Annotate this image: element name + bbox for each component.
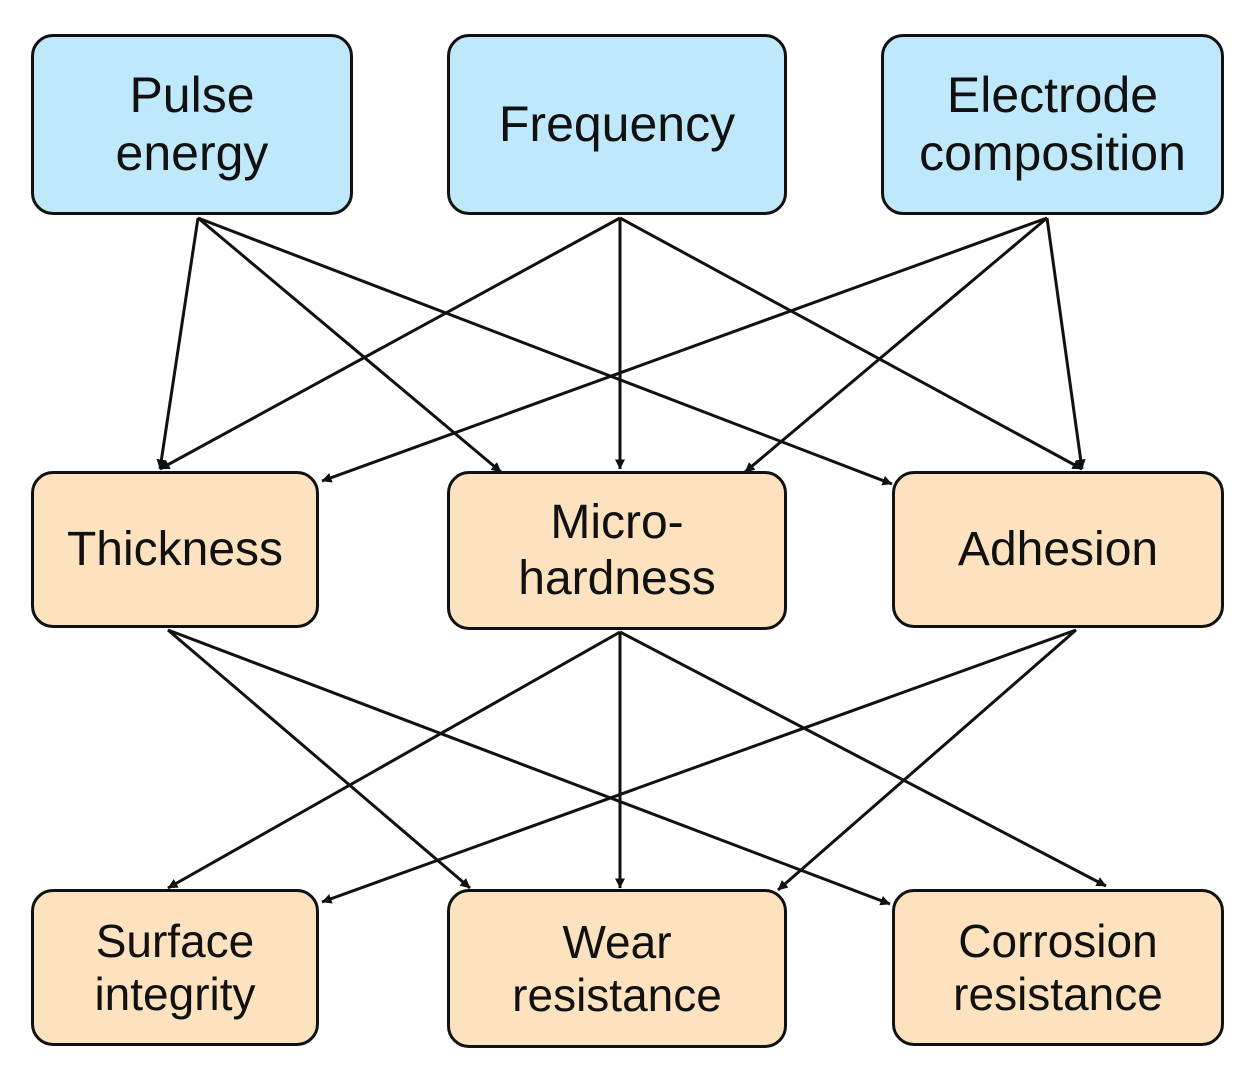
node-adhesion: Adhesion [892, 471, 1224, 628]
node-label: Wear resistance [512, 915, 722, 1021]
arrow-pulse-energy-to-adhesion [197, 216, 893, 486]
node-thickness: Thickness [31, 471, 319, 628]
arrow-frequency-to-thickness [159, 216, 621, 471]
arrow-electrode-composition-to-thickness [321, 216, 1048, 483]
node-wear-resistance: Wear resistance [447, 889, 787, 1048]
node-microhardness: Micro- hardness [447, 471, 787, 630]
arrow-adhesion-to-wear-resistance [777, 628, 1077, 892]
node-label: Corrosion resistance [953, 914, 1163, 1020]
node-frequency: Frequency [447, 34, 787, 215]
node-label: Surface integrity [94, 914, 256, 1020]
arrow-electrode-composition-to-adhesion [1045, 217, 1086, 470]
node-label: Frequency [498, 95, 736, 152]
arrow-pulse-energy-to-microhardness [197, 216, 502, 474]
node-pulse-energy: Pulse energy [31, 34, 353, 215]
node-electrode-composition: Electrode composition [881, 34, 1224, 215]
arrow-electrode-composition-to-microhardness [744, 216, 1048, 474]
arrow-layer [156, 216, 1107, 906]
node-surface-integrity: Surface integrity [31, 889, 319, 1046]
arrow-adhesion-to-surface-integrity [321, 628, 1077, 904]
arrow-microhardness-to-corrosion-resistance [619, 630, 1107, 888]
arrow-thickness-to-wear-resistance [167, 628, 471, 890]
node-label: Electrode composition [919, 67, 1186, 181]
node-label: Adhesion [957, 522, 1159, 576]
node-label: Pulse energy [115, 67, 269, 181]
arrow-microhardness-to-surface-integrity [167, 630, 621, 890]
arrow-thickness-to-corrosion-resistance [167, 628, 891, 906]
arrow-pulse-energy-to-thickness [156, 217, 200, 470]
node-label: Thickness [66, 522, 284, 576]
arrow-frequency-to-adhesion [619, 216, 1083, 471]
node-label: Micro- hardness [518, 496, 716, 605]
node-corrosion-resistance: Corrosion resistance [892, 889, 1224, 1046]
